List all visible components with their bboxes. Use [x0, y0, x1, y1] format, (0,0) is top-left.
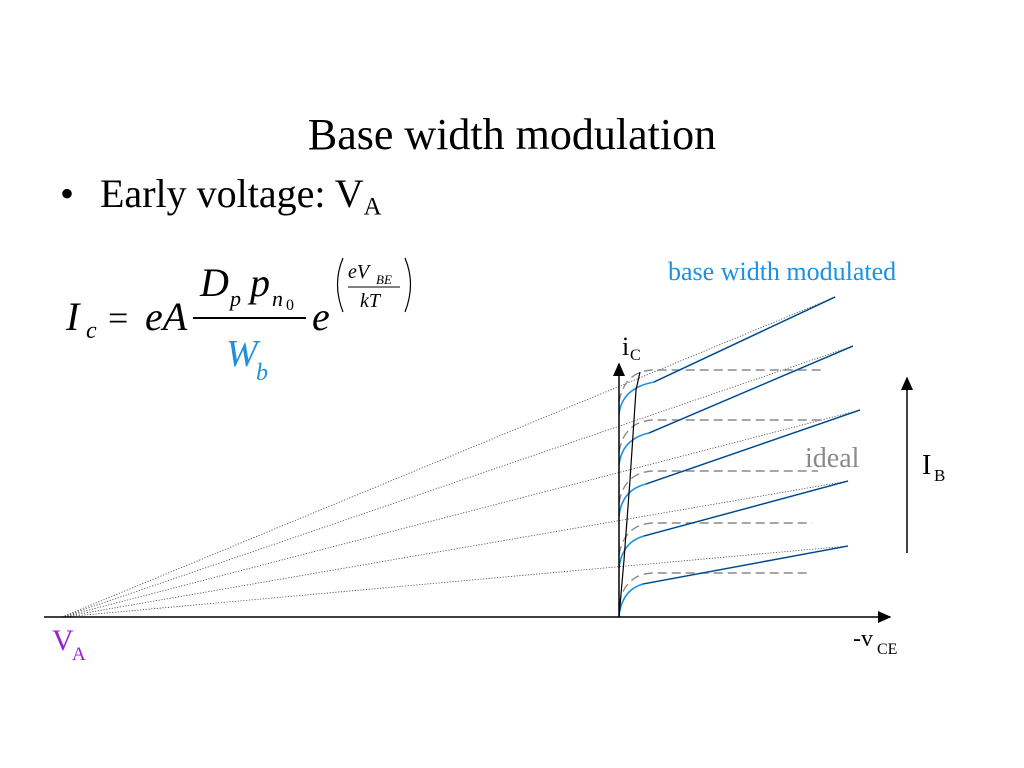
extrapolation-line [61, 545, 849, 618]
bullet-text: Early voltage: V [100, 171, 364, 216]
extrapolation-line [61, 409, 861, 618]
bullet-dot: • [60, 171, 75, 216]
modulated-curve [618, 480, 849, 569]
bullet-early-voltage: • Early voltage: VA [60, 170, 382, 221]
modulated-curves [618, 296, 861, 617]
ideal-curve [618, 522, 812, 556]
label-vce-main: -v [853, 626, 873, 652]
label-vce-sub: CE [877, 641, 897, 658]
label-ib-main: I [922, 450, 931, 481]
formula-den-w: W [226, 333, 261, 375]
modulated-curve-core [643, 480, 849, 537]
formula-num-p-subsub: 0 [286, 297, 294, 314]
formula-num-p-sub: n [272, 286, 283, 311]
extrapolation-line [61, 296, 836, 618]
label-base-width-modulated: base width modulated [668, 257, 896, 286]
label-ic: i C [622, 332, 641, 364]
modulated-curve-core [642, 545, 849, 585]
formula-den-w-sub: b [256, 360, 268, 386]
modulated-curve [618, 345, 854, 466]
label-ib-sub: B [934, 466, 945, 485]
label-ib: I B [922, 450, 945, 485]
ideal-curve [618, 369, 822, 403]
modulated-curve-core [645, 409, 861, 485]
formula-exp-base: e [312, 294, 330, 339]
formula-ic-sub: c [86, 318, 97, 344]
formula-ic: I [65, 294, 81, 339]
label-va-sub: A [72, 644, 86, 665]
formula-exp-num-sub: BE [376, 272, 392, 287]
label-vce: -v CE [853, 626, 897, 658]
collector-current-formula: I c = eA D p p n 0 W b e eV BE kT [65, 257, 412, 386]
label-va-main: V [52, 624, 74, 657]
label-ic-main: i [622, 332, 629, 361]
modulated-curve-core [648, 345, 854, 434]
label-ic-sub: C [630, 347, 641, 364]
modulated-curve-core [653, 296, 836, 383]
label-ideal: ideal [805, 443, 860, 474]
formula-paren-right [404, 257, 412, 313]
formula-num-d: D [199, 260, 229, 305]
saturation-edge [618, 371, 641, 618]
formula-equals: = [108, 298, 128, 338]
bullet-subscript: A [363, 193, 382, 221]
formula-num-p: p [247, 260, 270, 305]
formula-num-d-sub: p [228, 286, 241, 311]
formula-prefix: eA [145, 294, 188, 339]
ideal-curve [618, 572, 810, 606]
ideal-curve [618, 419, 822, 453]
ideal-curve [618, 470, 818, 504]
formula-paren-left [336, 257, 344, 313]
formula-exp-den: kT [360, 290, 382, 312]
slide-title: Base width modulation [307, 110, 717, 159]
modulated-curve [618, 296, 836, 415]
extrapolation-lines [61, 296, 861, 618]
extrapolation-line [61, 345, 854, 618]
formula-exp-num: eV [348, 261, 372, 283]
modulated-curve [618, 545, 849, 617]
extrapolation-line [61, 480, 849, 618]
label-va: V A [52, 624, 86, 665]
